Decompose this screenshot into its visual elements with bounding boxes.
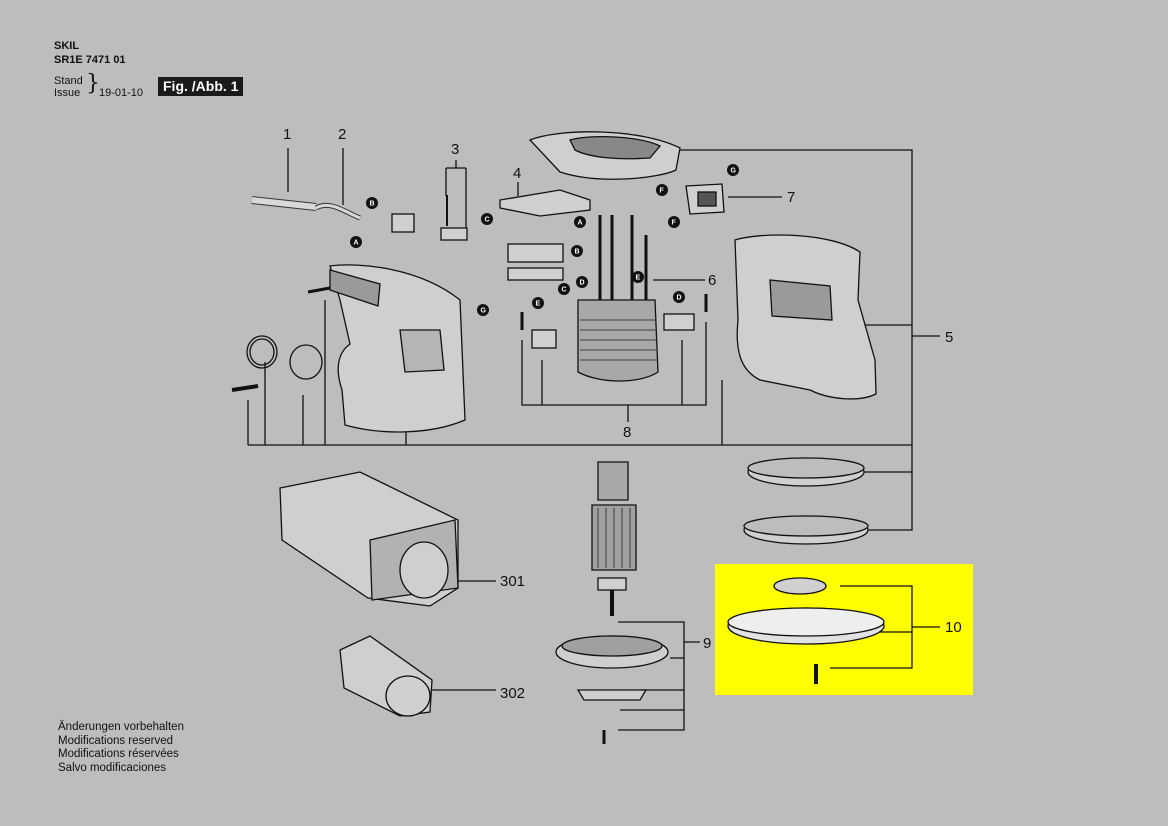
brand-label: SKIL <box>54 40 80 52</box>
note-fr: Modifications réservées <box>58 748 179 760</box>
svg-text:E: E <box>636 275 641 282</box>
svg-text:F: F <box>672 220 677 227</box>
model-number: SR1E 7471 01 <box>54 54 126 66</box>
part-number-3: 3 <box>451 141 459 158</box>
svg-text:E: E <box>536 301 541 308</box>
part-number-6: 6 <box>708 272 716 289</box>
svg-text:B: B <box>575 249 580 256</box>
part-number-1: 1 <box>283 126 291 143</box>
issue-date: 19-01-10 <box>99 87 144 99</box>
part-number-7: 7 <box>787 189 795 206</box>
part-number-302: 302 <box>500 685 525 702</box>
svg-text:C: C <box>485 217 490 224</box>
svg-text:D: D <box>677 295 682 302</box>
modification-notes: Änderungen vorbehalten Modifications res… <box>58 721 184 775</box>
svg-text:A: A <box>578 220 583 227</box>
brace-icon: } <box>86 71 100 96</box>
part-number-8: 8 <box>623 424 631 441</box>
connector-a-label: A <box>354 240 359 247</box>
connector-b-marker <box>366 197 378 209</box>
issue-label: Issue <box>54 87 81 99</box>
svg-text:D: D <box>580 280 585 287</box>
connector-b-label: B <box>370 201 375 208</box>
svg-text:G: G <box>731 168 737 175</box>
svg-text:C: C <box>562 287 567 294</box>
figure-label: Fig. /Abb. 1 <box>158 77 244 96</box>
connector-a-marker <box>350 236 362 248</box>
note-en: Modifications reserved <box>58 734 174 747</box>
part-number-9: 9 <box>703 635 711 652</box>
svg-text:G: G <box>481 308 487 315</box>
note-es: Salvo modificaciones <box>58 761 167 774</box>
part-number-10: 10 <box>945 619 962 636</box>
svg-text:F: F <box>660 188 665 195</box>
note-de: Änderungen vorbehalten <box>58 721 184 733</box>
part-number-5: 5 <box>945 329 953 346</box>
part-number-4: 4 <box>513 165 521 182</box>
part-number-2: 2 <box>338 126 346 143</box>
connector-markers: B A C A B G C D E F F G E D <box>350 164 739 316</box>
part-number-301: 301 <box>500 573 525 590</box>
stand-label: Stand <box>54 75 83 87</box>
